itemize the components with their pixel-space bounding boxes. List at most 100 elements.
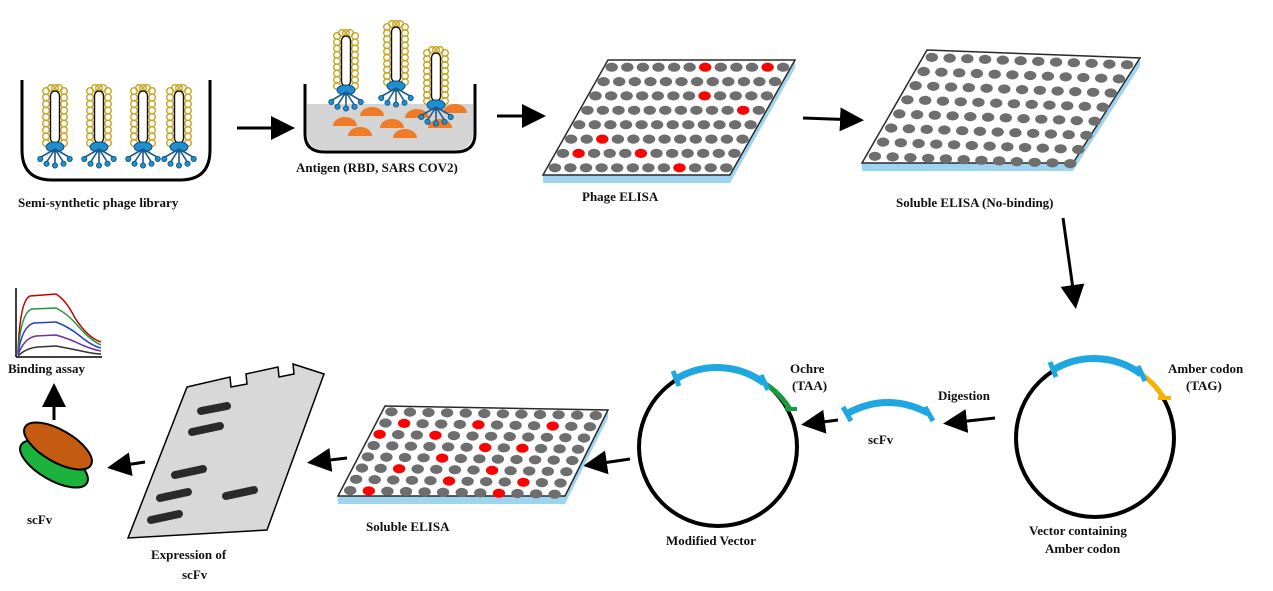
plate-well bbox=[666, 120, 679, 130]
plate-well bbox=[1078, 101, 1092, 111]
plate-well bbox=[922, 153, 935, 163]
ochre-taa-label: (TAA) bbox=[792, 378, 827, 393]
plate-well bbox=[522, 432, 535, 442]
plate-well bbox=[497, 443, 510, 453]
plate-well bbox=[588, 120, 601, 130]
antigen-dome bbox=[333, 117, 357, 126]
plate-well bbox=[1028, 157, 1041, 167]
plate-well bbox=[430, 464, 443, 474]
plate-well bbox=[620, 91, 633, 101]
plate-well bbox=[564, 134, 578, 144]
plate-well bbox=[912, 138, 925, 149]
plate-well bbox=[1104, 88, 1118, 98]
plate-well bbox=[626, 163, 639, 173]
scfv-fragment bbox=[840, 399, 936, 423]
plate-well bbox=[970, 68, 984, 79]
plate-well bbox=[504, 466, 517, 476]
plate-well bbox=[564, 163, 577, 173]
plate-well bbox=[403, 407, 417, 417]
plate-well bbox=[1103, 59, 1116, 69]
plate-well bbox=[619, 148, 632, 158]
plate-well bbox=[659, 105, 672, 115]
plate-well bbox=[1015, 85, 1029, 95]
plate-top bbox=[541, 59, 797, 176]
plate-well bbox=[886, 152, 899, 162]
plate-well bbox=[978, 54, 992, 64]
plate-well bbox=[927, 81, 940, 91]
binding-assay-label: Binding assay bbox=[8, 361, 85, 376]
plate-well bbox=[1017, 114, 1030, 124]
arrow-to-soluble-elisa bbox=[583, 450, 631, 475]
plate-well bbox=[902, 124, 916, 134]
plate-well bbox=[473, 454, 486, 464]
gel-sheet bbox=[126, 362, 325, 539]
plate-well bbox=[368, 475, 381, 485]
plate-well bbox=[547, 455, 560, 465]
plate-well bbox=[474, 488, 487, 498]
plate-well bbox=[1086, 87, 1100, 97]
plate-well bbox=[713, 91, 727, 101]
plate-well bbox=[418, 487, 431, 497]
plate-well bbox=[705, 134, 718, 144]
plate-well bbox=[681, 148, 694, 158]
plate-well bbox=[973, 126, 987, 136]
soluble-nobinding-plate bbox=[860, 49, 1142, 171]
plate-well bbox=[523, 466, 536, 476]
plate-well bbox=[566, 455, 579, 466]
plate-well bbox=[605, 62, 618, 72]
plate-well bbox=[657, 163, 671, 173]
arrow-down-to-vector bbox=[1060, 217, 1085, 309]
plate-well bbox=[548, 489, 561, 499]
plate-well bbox=[565, 421, 578, 431]
plate-well bbox=[611, 134, 625, 144]
plate-well bbox=[553, 444, 566, 454]
plate-well bbox=[405, 475, 419, 485]
vector-backbone-segment bbox=[1051, 355, 1144, 377]
plate-well bbox=[416, 419, 429, 429]
plate-well bbox=[930, 139, 943, 149]
plate-well bbox=[612, 105, 625, 115]
plate-well bbox=[650, 120, 664, 130]
plate-well bbox=[876, 137, 890, 147]
plate-well bbox=[385, 407, 398, 417]
plate-well bbox=[712, 148, 725, 158]
phage-icon bbox=[328, 29, 364, 112]
plate-well bbox=[529, 489, 543, 499]
plate-well bbox=[1088, 116, 1101, 126]
plate-well bbox=[510, 454, 523, 465]
plate-well bbox=[361, 452, 375, 462]
plate-well bbox=[1023, 70, 1037, 81]
plate-well bbox=[729, 91, 742, 101]
plate-well bbox=[643, 105, 656, 115]
plate-well bbox=[410, 430, 423, 440]
plate-well bbox=[453, 419, 466, 429]
plate-well bbox=[962, 83, 975, 93]
antigen-label: Antigen (RBD, SARS COV2) bbox=[296, 160, 458, 175]
plate-well bbox=[991, 127, 1004, 137]
plate-well bbox=[999, 113, 1012, 123]
plate-well bbox=[946, 111, 959, 121]
plate-well bbox=[503, 432, 516, 442]
positive-well bbox=[761, 62, 774, 72]
plate-well bbox=[753, 77, 766, 87]
plate-well bbox=[1033, 85, 1047, 95]
antigen-dome bbox=[348, 127, 372, 136]
plate-well bbox=[961, 54, 974, 64]
plate-well bbox=[1062, 130, 1075, 140]
plate-well bbox=[868, 151, 882, 161]
plate-well bbox=[447, 431, 461, 441]
plate-well bbox=[344, 485, 357, 496]
plate-well bbox=[581, 105, 594, 115]
plate-well bbox=[667, 91, 680, 101]
plate-well bbox=[957, 155, 970, 165]
phage-icon bbox=[378, 20, 414, 108]
plate-well bbox=[956, 126, 969, 136]
plate-well bbox=[714, 62, 727, 72]
phage-icon bbox=[81, 83, 117, 169]
plate-well bbox=[667, 62, 681, 72]
plate-well bbox=[1001, 142, 1014, 152]
plate-well bbox=[1069, 87, 1082, 97]
plate-well bbox=[688, 163, 702, 173]
plate-well bbox=[1036, 143, 1050, 153]
